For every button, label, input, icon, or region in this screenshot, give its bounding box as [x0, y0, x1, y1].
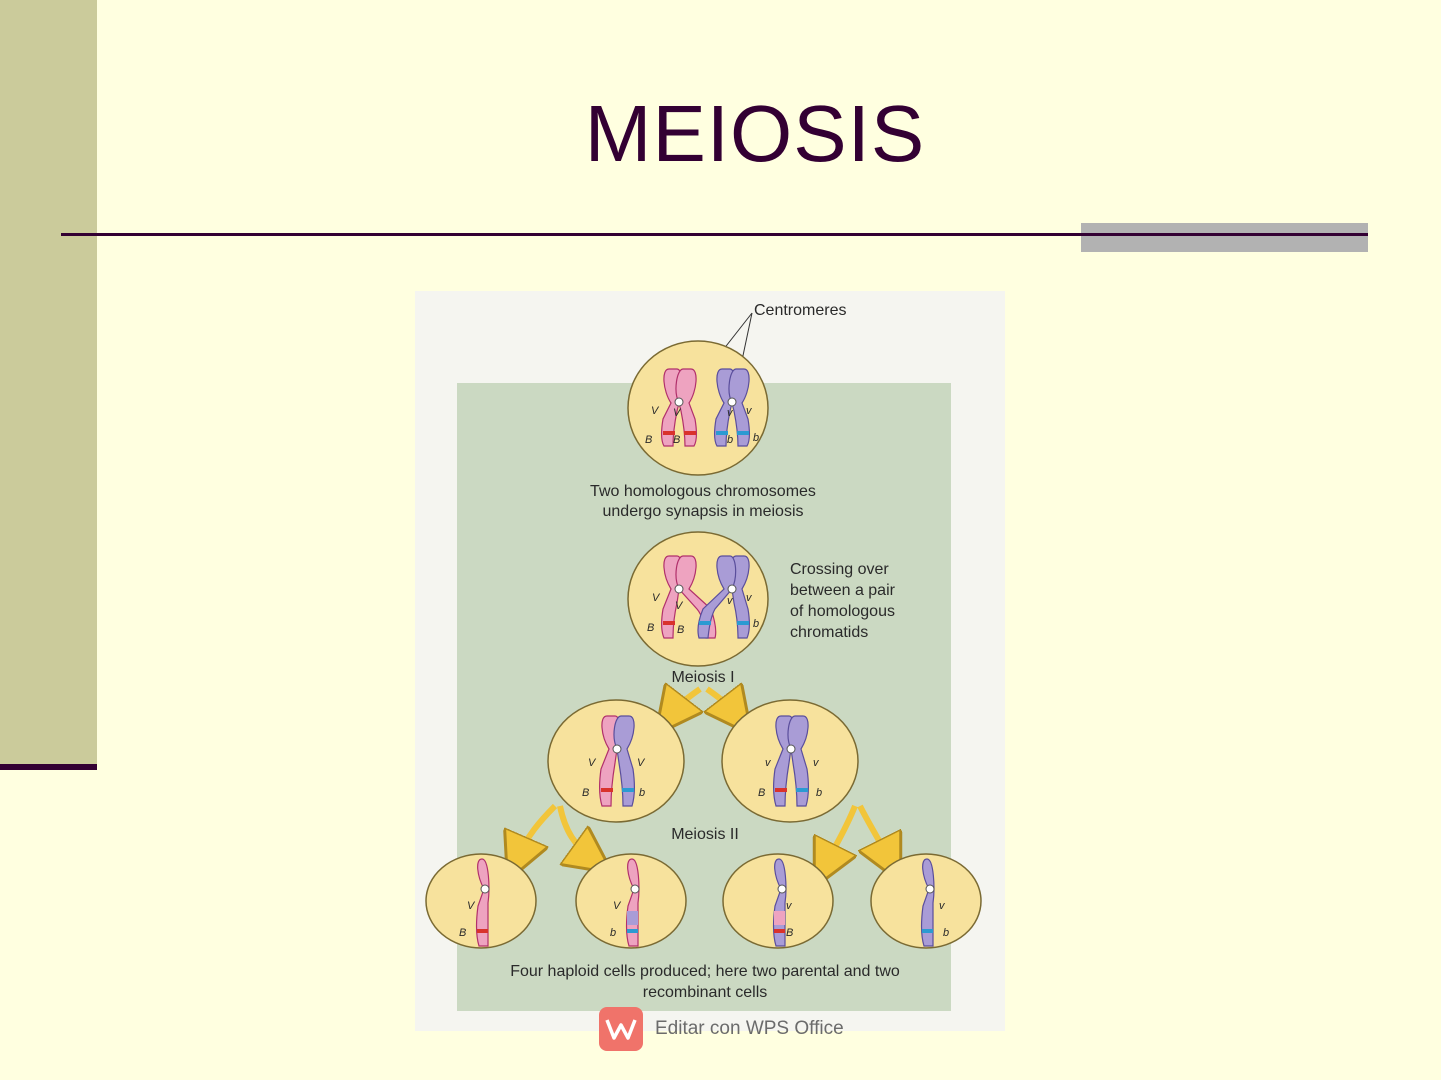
crossing-caption-line-1: Crossing over — [790, 561, 889, 578]
svg-text:B: B — [758, 787, 765, 799]
slide-title: MEIOSIS — [584, 89, 926, 178]
crossing-caption-line-4: chromatids — [790, 624, 868, 641]
svg-text:v: v — [727, 595, 734, 607]
title-rule-accent — [1081, 223, 1368, 252]
cell-meiosis-1-right: v v B b — [721, 699, 859, 823]
crossing-caption-line-2: between a pair — [790, 582, 896, 599]
synapsis-caption-line-1: Two homologous chromosomes — [590, 483, 816, 500]
svg-text:B: B — [677, 624, 684, 636]
meiosis-2-label: Meiosis II — [671, 826, 739, 843]
svg-text:b: b — [753, 432, 759, 444]
svg-text:v: v — [746, 405, 753, 417]
title-rule — [61, 233, 1368, 236]
haploid-cell-2: V b — [575, 853, 687, 949]
arrow-meiosis-2-b — [557, 805, 593, 859]
svg-text:B: B — [647, 622, 654, 634]
svg-text:B: B — [786, 927, 793, 939]
cell-synapsis: V V v v B B b b — [627, 340, 769, 476]
svg-text:b: b — [753, 618, 759, 630]
wps-watermark[interactable]: Editar con WPS Office — [599, 1007, 844, 1051]
arrow-meiosis-1-left — [670, 689, 700, 716]
svg-text:B: B — [673, 434, 680, 446]
result-caption-line-2: recombinant cells — [643, 984, 768, 1001]
arrow-meiosis-2-c — [825, 804, 858, 866]
wps-logo-icon — [599, 1007, 643, 1051]
svg-text:V: V — [652, 592, 661, 604]
side-decor-rule — [0, 764, 97, 770]
haploid-cell-3: v B — [722, 853, 834, 949]
svg-text:v: v — [765, 757, 772, 769]
svg-text:b: b — [639, 787, 645, 799]
arrow-meiosis-1-right — [707, 689, 737, 716]
svg-text:V: V — [675, 600, 684, 612]
synapsis-caption-line-2: undergo synapsis in meiosis — [603, 503, 804, 520]
svg-text:V: V — [651, 405, 660, 417]
cell-meiosis-1-left: V V B b — [547, 699, 685, 823]
svg-text:b: b — [816, 787, 822, 799]
wps-watermark-text: Editar con WPS Office — [655, 1018, 844, 1039]
svg-text:B: B — [459, 927, 466, 939]
cell-crossing-over: V V v v B B b — [627, 531, 769, 667]
svg-text:v: v — [813, 757, 820, 769]
meiosis-1-label: Meiosis I — [671, 669, 734, 686]
crossing-caption-line-3: of homologous — [790, 603, 895, 620]
result-caption-line-1: Four haploid cells produced; here two pa… — [510, 963, 900, 980]
haploid-cell-4: v b — [870, 853, 982, 949]
svg-text:v: v — [746, 592, 753, 604]
haploid-cell-1: V B — [425, 853, 537, 949]
svg-text:B: B — [645, 434, 652, 446]
svg-text:b: b — [943, 927, 949, 939]
meiosis-figure: Centromeres V V v v B B b b Two homologo… — [415, 291, 1005, 1031]
svg-text:v: v — [939, 900, 946, 912]
svg-text:v: v — [786, 900, 793, 912]
centromeres-label: Centromeres — [754, 302, 846, 319]
svg-text:V: V — [613, 900, 622, 912]
svg-text:V: V — [467, 900, 476, 912]
svg-text:V: V — [637, 757, 646, 769]
svg-text:b: b — [610, 927, 616, 939]
svg-text:V: V — [673, 407, 682, 419]
arrow-meiosis-2-d — [857, 804, 890, 861]
svg-text:b: b — [727, 434, 733, 446]
svg-text:v: v — [727, 407, 734, 419]
svg-text:B: B — [582, 787, 589, 799]
side-decor-bar — [0, 0, 97, 767]
title-rule-accent-line — [1081, 233, 1368, 236]
svg-text:V: V — [588, 757, 597, 769]
arrow-meiosis-2-a — [517, 803, 558, 859]
